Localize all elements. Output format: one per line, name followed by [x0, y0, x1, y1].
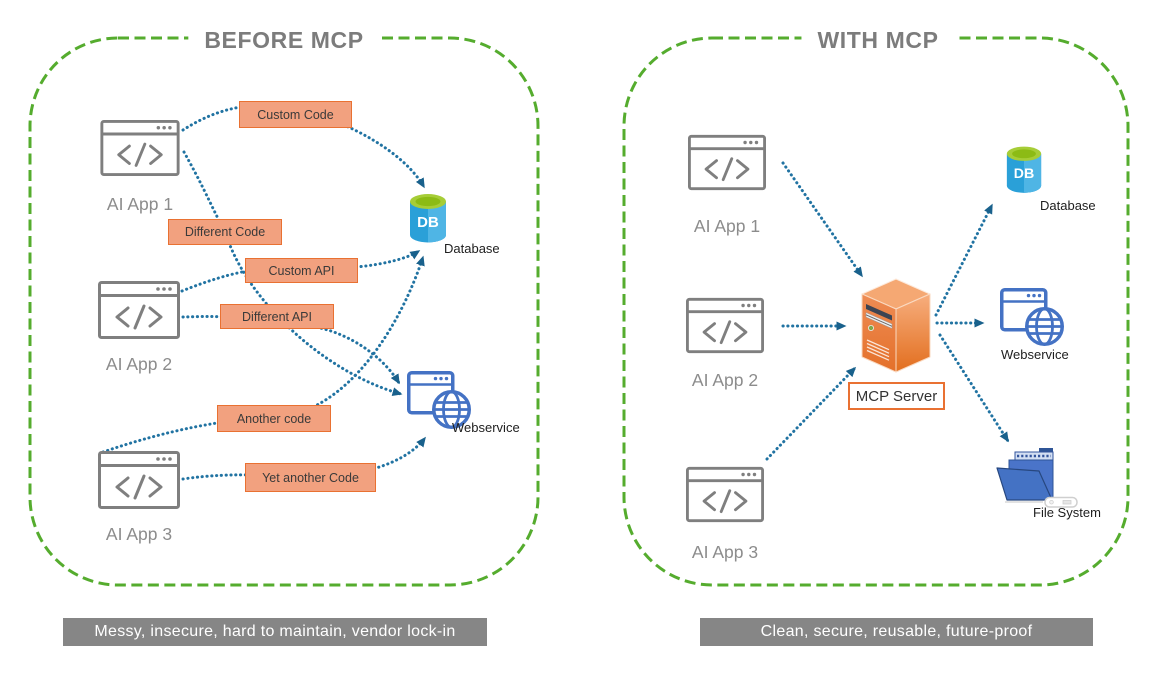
svg-text:DB: DB: [417, 214, 439, 231]
connection-label-custom-code: Custom Code: [239, 101, 352, 128]
database-cylinder-icon: DB: [410, 194, 446, 243]
before-app1-label: AI App 1: [106, 194, 174, 214]
before-webservice-label: Webservice: [452, 420, 520, 435]
svg-text:DB: DB: [1014, 166, 1035, 182]
server-tower-icon: [861, 278, 931, 373]
mcp-server-label: MCP Server: [848, 382, 945, 410]
code-window-icon: [686, 466, 764, 523]
code-window-icon: [98, 451, 180, 509]
connection-label-yet-another-code: Yet another Code: [245, 463, 376, 492]
connection-label-different-code: Different Code: [168, 219, 282, 245]
arrow-mcp-app3-server: [765, 366, 857, 461]
before-panel-title: BEFORE MCP: [188, 27, 380, 54]
with-mcp-database-label: Database: [1040, 198, 1096, 213]
with-mcp-app3-label: AI App 3: [691, 542, 759, 562]
with-mcp-webservice-label: Webservice: [1001, 347, 1069, 362]
with-mcp-panel-title: WITH MCP: [801, 27, 955, 54]
connection-label-different-api: Different API: [220, 304, 334, 329]
arrow-mcp-app1-server: [781, 161, 864, 278]
folder-icon: [996, 448, 1078, 508]
database-cylinder-icon: DB: [1006, 146, 1042, 193]
before-caption-bar: Messy, insecure, hard to maintain, vendo…: [63, 618, 487, 646]
with-mcp-app1-label: AI App 1: [693, 216, 761, 236]
with-mcp-app2-label: AI App 2: [691, 370, 759, 390]
code-window-icon: [98, 281, 180, 339]
with-mcp-caption-bar: Clean, secure, reusable, future-proof: [700, 618, 1093, 646]
connection-label-custom-api: Custom API: [245, 258, 358, 283]
code-window-icon: [100, 120, 180, 176]
before-app2-label: AI App 2: [105, 354, 173, 374]
before-database-label: Database: [444, 241, 500, 256]
arrow-server-database: [934, 203, 994, 317]
code-window-icon: [686, 297, 764, 354]
browser-globe-icon: [1000, 288, 1064, 346]
before-app3-label: AI App 3: [105, 524, 173, 544]
with-mcp-filesystem-label: File System: [1033, 505, 1101, 520]
arrow-server-filesystem: [938, 333, 1010, 443]
connection-label-another-code: Another code: [217, 405, 331, 432]
code-window-icon: [688, 134, 766, 191]
